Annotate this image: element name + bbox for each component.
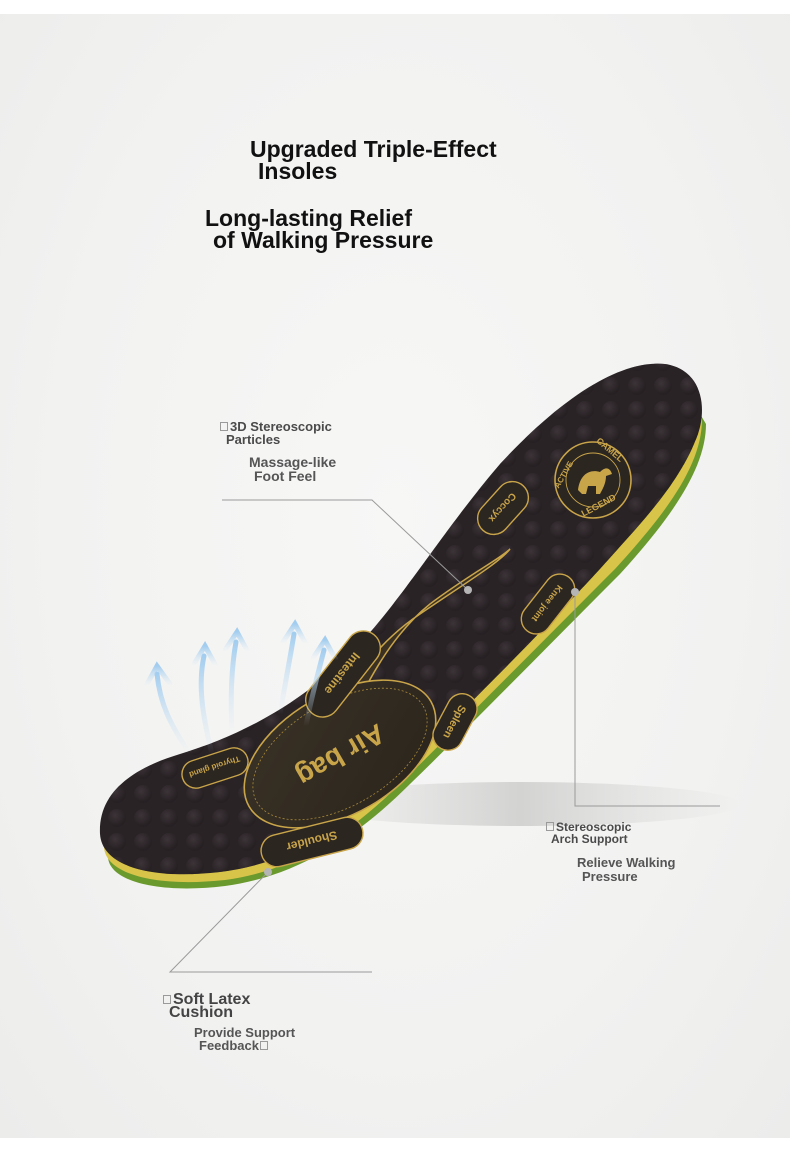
bullet-mark-icon bbox=[220, 422, 228, 431]
leader-dot-latex bbox=[264, 868, 272, 876]
particles-title-line1: 3D Stereoscopic bbox=[220, 420, 332, 433]
latex-title-text: Soft Latex bbox=[173, 991, 251, 1008]
bullet-mark-icon bbox=[259, 1041, 268, 1050]
arch-title-line2: Arch Support bbox=[551, 832, 628, 846]
latex-sub-line1: Provide Support bbox=[194, 1025, 296, 1040]
latex-title-line2: Cushion bbox=[169, 1004, 233, 1021]
arch-title-line1: Stereoscopic bbox=[546, 821, 631, 834]
floor-shadow bbox=[300, 782, 740, 826]
particles-sub-line2: Foot Feel bbox=[254, 468, 317, 484]
particles-sub-line1: Massage-like bbox=[249, 454, 337, 470]
airflow-arrows-icon bbox=[143, 619, 339, 757]
insole-illustration: Air bag Shoulder Thyroid gland Intestine… bbox=[99, 363, 740, 973]
subheadline-line1: Long-lasting Relief bbox=[205, 205, 412, 231]
pad-spleen bbox=[432, 693, 478, 751]
product-canvas: Air bag Shoulder Thyroid gland Intestine… bbox=[0, 14, 790, 1138]
leader-dot-arch bbox=[571, 588, 579, 596]
leader-lines bbox=[168, 499, 720, 973]
pad-intestine bbox=[304, 630, 382, 718]
pad-knee-joint bbox=[520, 573, 576, 635]
bullet-mark-icon bbox=[546, 822, 554, 831]
pad-shoulder bbox=[260, 816, 364, 868]
bottom-band bbox=[0, 1138, 790, 1152]
headline-line2: Insoles bbox=[258, 158, 338, 184]
subheadline-line2: of Walking Pressure bbox=[213, 227, 434, 253]
brand-seal-icon bbox=[554, 441, 632, 519]
bullet-mark-icon bbox=[163, 995, 171, 1004]
pad-coccyx bbox=[476, 480, 530, 536]
leader-dot-particles bbox=[464, 586, 472, 594]
arch-sub-line2: Pressure bbox=[582, 869, 638, 884]
latex-sub-text: Feedback bbox=[199, 1038, 259, 1053]
latex-sub-line2: Feedback bbox=[199, 1039, 270, 1053]
arch-title-text: Stereoscopic bbox=[556, 820, 632, 834]
latex-title-line1: Soft Latex bbox=[163, 991, 251, 1008]
headline-line1: Upgraded Triple-Effect bbox=[250, 136, 497, 162]
particles-title-text: 3D Stereoscopic bbox=[230, 419, 332, 434]
particles-title-line2: Particles bbox=[226, 432, 281, 447]
arch-sub-line1: Relieve Walking bbox=[577, 855, 676, 870]
